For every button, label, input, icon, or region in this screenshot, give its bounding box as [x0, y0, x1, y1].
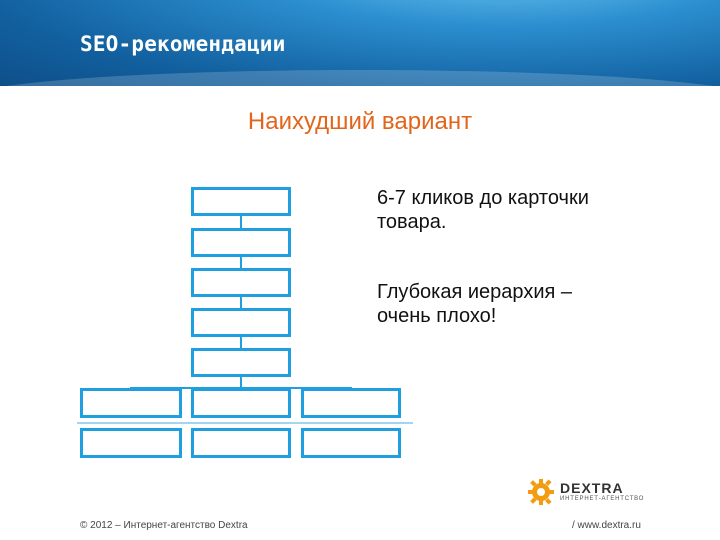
hierarchy-leaf	[80, 428, 182, 458]
logo-tagline: ИНТЕРНЕТ-АГЕНТСТВО	[560, 496, 645, 502]
note-hierarchy-line-2: очень плохо!	[377, 305, 497, 327]
logo-name: DEXTRA	[560, 480, 624, 496]
connector	[240, 297, 242, 308]
hierarchy-level-4	[191, 308, 291, 337]
hierarchy-level-2	[191, 228, 291, 257]
connector	[240, 337, 242, 348]
hierarchy-leaf	[301, 388, 401, 418]
note-hierarchy: Глубокая иерархия – очень плохо!	[377, 280, 572, 328]
hierarchy-leaf	[301, 428, 401, 458]
hierarchy-leaf	[191, 388, 291, 418]
hierarchy-level-3	[191, 268, 291, 297]
footer-copyright: © 2012 – Интернет-агентство Dextra	[80, 520, 248, 531]
connector	[240, 257, 242, 268]
divider-line	[77, 422, 413, 424]
hierarchy-leaf	[191, 428, 291, 458]
hierarchy-level-1	[191, 187, 291, 216]
footer-site-link[interactable]: / www.dextra.ru	[572, 520, 641, 531]
connector	[240, 216, 242, 228]
note-clicks: 6-7 кликов до карточки товара.	[377, 186, 589, 234]
hierarchy-leaf	[80, 388, 182, 418]
gear-logo-icon	[528, 479, 554, 505]
header-banner: SEO-рекомендации	[0, 0, 720, 86]
dextra-logo: DEXTRA ИНТЕРНЕТ-АГЕНТСТВО	[528, 478, 648, 506]
header-title: SEO-рекомендации	[80, 32, 286, 56]
connector	[240, 377, 242, 388]
note-clicks-line-2: товара.	[377, 211, 447, 233]
slide-subtitle: Наихудший вариант	[247, 108, 473, 135]
hierarchy-level-5	[191, 348, 291, 377]
note-hierarchy-line-1: Глубокая иерархия –	[377, 281, 572, 303]
note-clicks-line-1: 6-7 кликов до карточки	[377, 187, 589, 209]
